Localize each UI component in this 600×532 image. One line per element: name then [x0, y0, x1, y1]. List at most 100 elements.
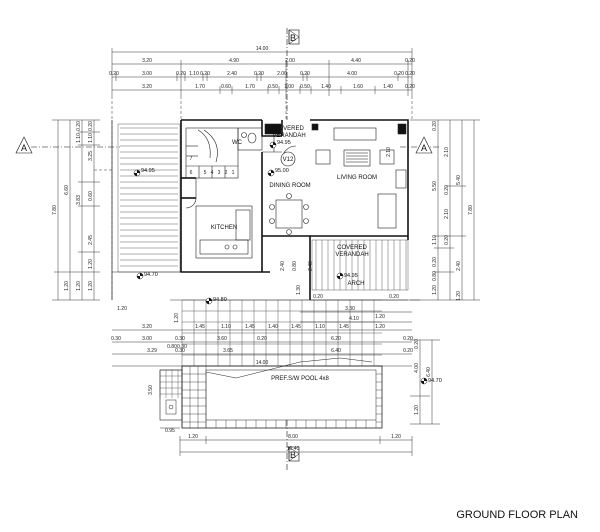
section-marker-b-top: B — [286, 28, 300, 120]
svg-text:0.80: 0.80 — [167, 344, 177, 350]
svg-text:2.40: 2.40 — [280, 261, 286, 271]
svg-text:3.20: 3.20 — [142, 324, 152, 330]
section-marker-a-right: A — [400, 136, 440, 154]
svg-text:A: A — [21, 143, 27, 153]
building-walls — [180, 119, 409, 300]
svg-text:6.60: 6.60 — [64, 185, 70, 195]
svg-text:3.50: 3.50 — [148, 385, 154, 395]
dim-top-3: 4.00 — [347, 71, 357, 77]
svg-text:1.20: 1.20 — [432, 285, 438, 295]
dim-top-4: 0.50 — [268, 84, 278, 90]
svg-text:0.60: 0.60 — [88, 191, 94, 201]
svg-text:0.20: 0.20 — [313, 294, 323, 300]
pool-label: PREF.S/W POOL 4x8 — [271, 376, 329, 382]
svg-text:1.45: 1.45 — [339, 324, 349, 330]
dim-top-4: 1.70 — [195, 84, 205, 90]
svg-text:1.10: 1.10 — [432, 235, 438, 245]
top-dimension-chains — [111, 48, 413, 300]
svg-text:1.20: 1.20 — [456, 291, 462, 301]
svg-text:1.20: 1.20 — [64, 281, 70, 291]
svg-text:4: 4 — [211, 170, 214, 176]
level-markers: 94.95 95.00 94.95 94.70 94.80 94.95 94.7… — [133, 140, 442, 385]
svg-text:7.80: 7.80 — [52, 205, 58, 215]
svg-text:1.45: 1.45 — [245, 324, 255, 330]
living-room-label: LIVING ROOM — [337, 175, 377, 181]
dim-top-2: 4.40 — [351, 58, 361, 64]
svg-text:7.80: 7.80 — [468, 205, 474, 215]
svg-text:0.30: 0.30 — [111, 336, 121, 342]
svg-text:1.10: 1.10 — [315, 324, 325, 330]
middle-dimension-texts: 3.30 4.10 3.20 1.45 1.10 1.45 1.40 1.45 … — [111, 306, 413, 366]
dim-top-2: 2.00 — [285, 58, 295, 64]
right-dimension-chains — [410, 119, 480, 425]
interior-dimension-texts: 2.40 0.80 1.30 2.40 2.10 0.20 0.20 1.20 … — [117, 147, 399, 320]
svg-text:1.20: 1.20 — [188, 434, 198, 440]
svg-text:1.45: 1.45 — [195, 324, 205, 330]
svg-text:94.70: 94.70 — [428, 378, 442, 384]
pool-area — [159, 357, 383, 429]
svg-text:0.80: 0.80 — [432, 271, 438, 281]
dim-top-3: 0.20 — [200, 71, 210, 77]
svg-text:94.80: 94.80 — [213, 297, 227, 303]
svg-text:1.45: 1.45 — [291, 324, 301, 330]
svg-text:1.40: 1.40 — [268, 324, 278, 330]
svg-text:0.95: 0.95 — [165, 428, 175, 434]
svg-text:0.20: 0.20 — [444, 235, 450, 245]
level-marker: 94.80 — [205, 297, 227, 305]
svg-text:0.30: 0.30 — [177, 344, 187, 350]
svg-text:1.20: 1.20 — [375, 324, 385, 330]
arch-label: ARCH — [347, 281, 364, 287]
svg-text:94.95: 94.95 — [344, 273, 358, 279]
level-marker: 94.95 — [336, 272, 358, 280]
svg-text:0.20: 0.20 — [88, 121, 94, 131]
svg-text:0.30: 0.30 — [175, 336, 185, 342]
dim-top-3: 0.20 — [109, 71, 119, 77]
dim-top-2: 3.20 — [142, 58, 152, 64]
svg-text:5.40: 5.40 — [456, 175, 462, 185]
covered-verandah-label: COVERED — [337, 245, 367, 251]
dim-top-2: 0.20 — [405, 58, 415, 64]
svg-text:3.00: 3.00 — [142, 336, 152, 342]
level-marker: 94.95 — [269, 140, 291, 149]
svg-text:1.10: 1.10 — [88, 133, 94, 143]
dim-top-3: 3.00 — [142, 71, 152, 77]
svg-text:94.95: 94.95 — [141, 168, 155, 174]
svg-text:3.29: 3.29 — [147, 348, 157, 354]
svg-text:1.20: 1.20 — [375, 314, 385, 320]
window-tag-v12: V12 — [280, 151, 296, 167]
svg-text:0.20: 0.20 — [403, 336, 413, 342]
dim-top-4: 0.20 — [405, 84, 415, 90]
svg-text:2.10: 2.10 — [444, 147, 450, 157]
svg-text:8.00: 8.00 — [288, 434, 298, 440]
svg-text:0.20: 0.20 — [444, 185, 450, 195]
svg-text:6.20: 6.20 — [331, 336, 341, 342]
svg-text:3.65: 3.65 — [223, 348, 233, 354]
svg-text:1: 1 — [232, 170, 235, 176]
svg-text:1.20: 1.20 — [76, 281, 82, 291]
dim-top-2: 4.90 — [229, 58, 239, 64]
covered-verandah-label: VERANDAH — [335, 252, 368, 258]
svg-text:7: 7 — [190, 156, 193, 162]
svg-text:94.70: 94.70 — [144, 272, 158, 278]
svg-text:6: 6 — [190, 170, 193, 176]
svg-text:1.20: 1.20 — [88, 259, 94, 269]
svg-text:0.20: 0.20 — [403, 348, 413, 354]
dining-room-label: DINING ROOM — [269, 183, 310, 189]
bottom-dimension-chains — [160, 427, 413, 456]
dim-top-3: 0.20 — [176, 71, 186, 77]
svg-text:0.80: 0.80 — [292, 261, 298, 271]
dim-top-4: 1.70 — [245, 84, 255, 90]
level-marker: 94.70 — [420, 377, 442, 385]
svg-text:5.50: 5.50 — [432, 181, 438, 191]
svg-text:1.20: 1.20 — [88, 281, 94, 291]
bottom-dimension-texts: 1.20 8.00 1.20 10.40 0.95 — [165, 428, 401, 452]
dim-top-4: 0.50 — [300, 84, 310, 90]
svg-text:95.00: 95.00 — [275, 168, 289, 174]
svg-text:94.95: 94.95 — [277, 140, 291, 146]
svg-text:0.20: 0.20 — [257, 336, 267, 342]
wc-label: WC — [232, 140, 243, 146]
svg-text:1.10: 1.10 — [221, 324, 231, 330]
room-labels: COVERED VERANDAH DINING ROOM LIVING ROOM… — [211, 126, 377, 382]
level-marker: 95.00 — [267, 168, 289, 177]
